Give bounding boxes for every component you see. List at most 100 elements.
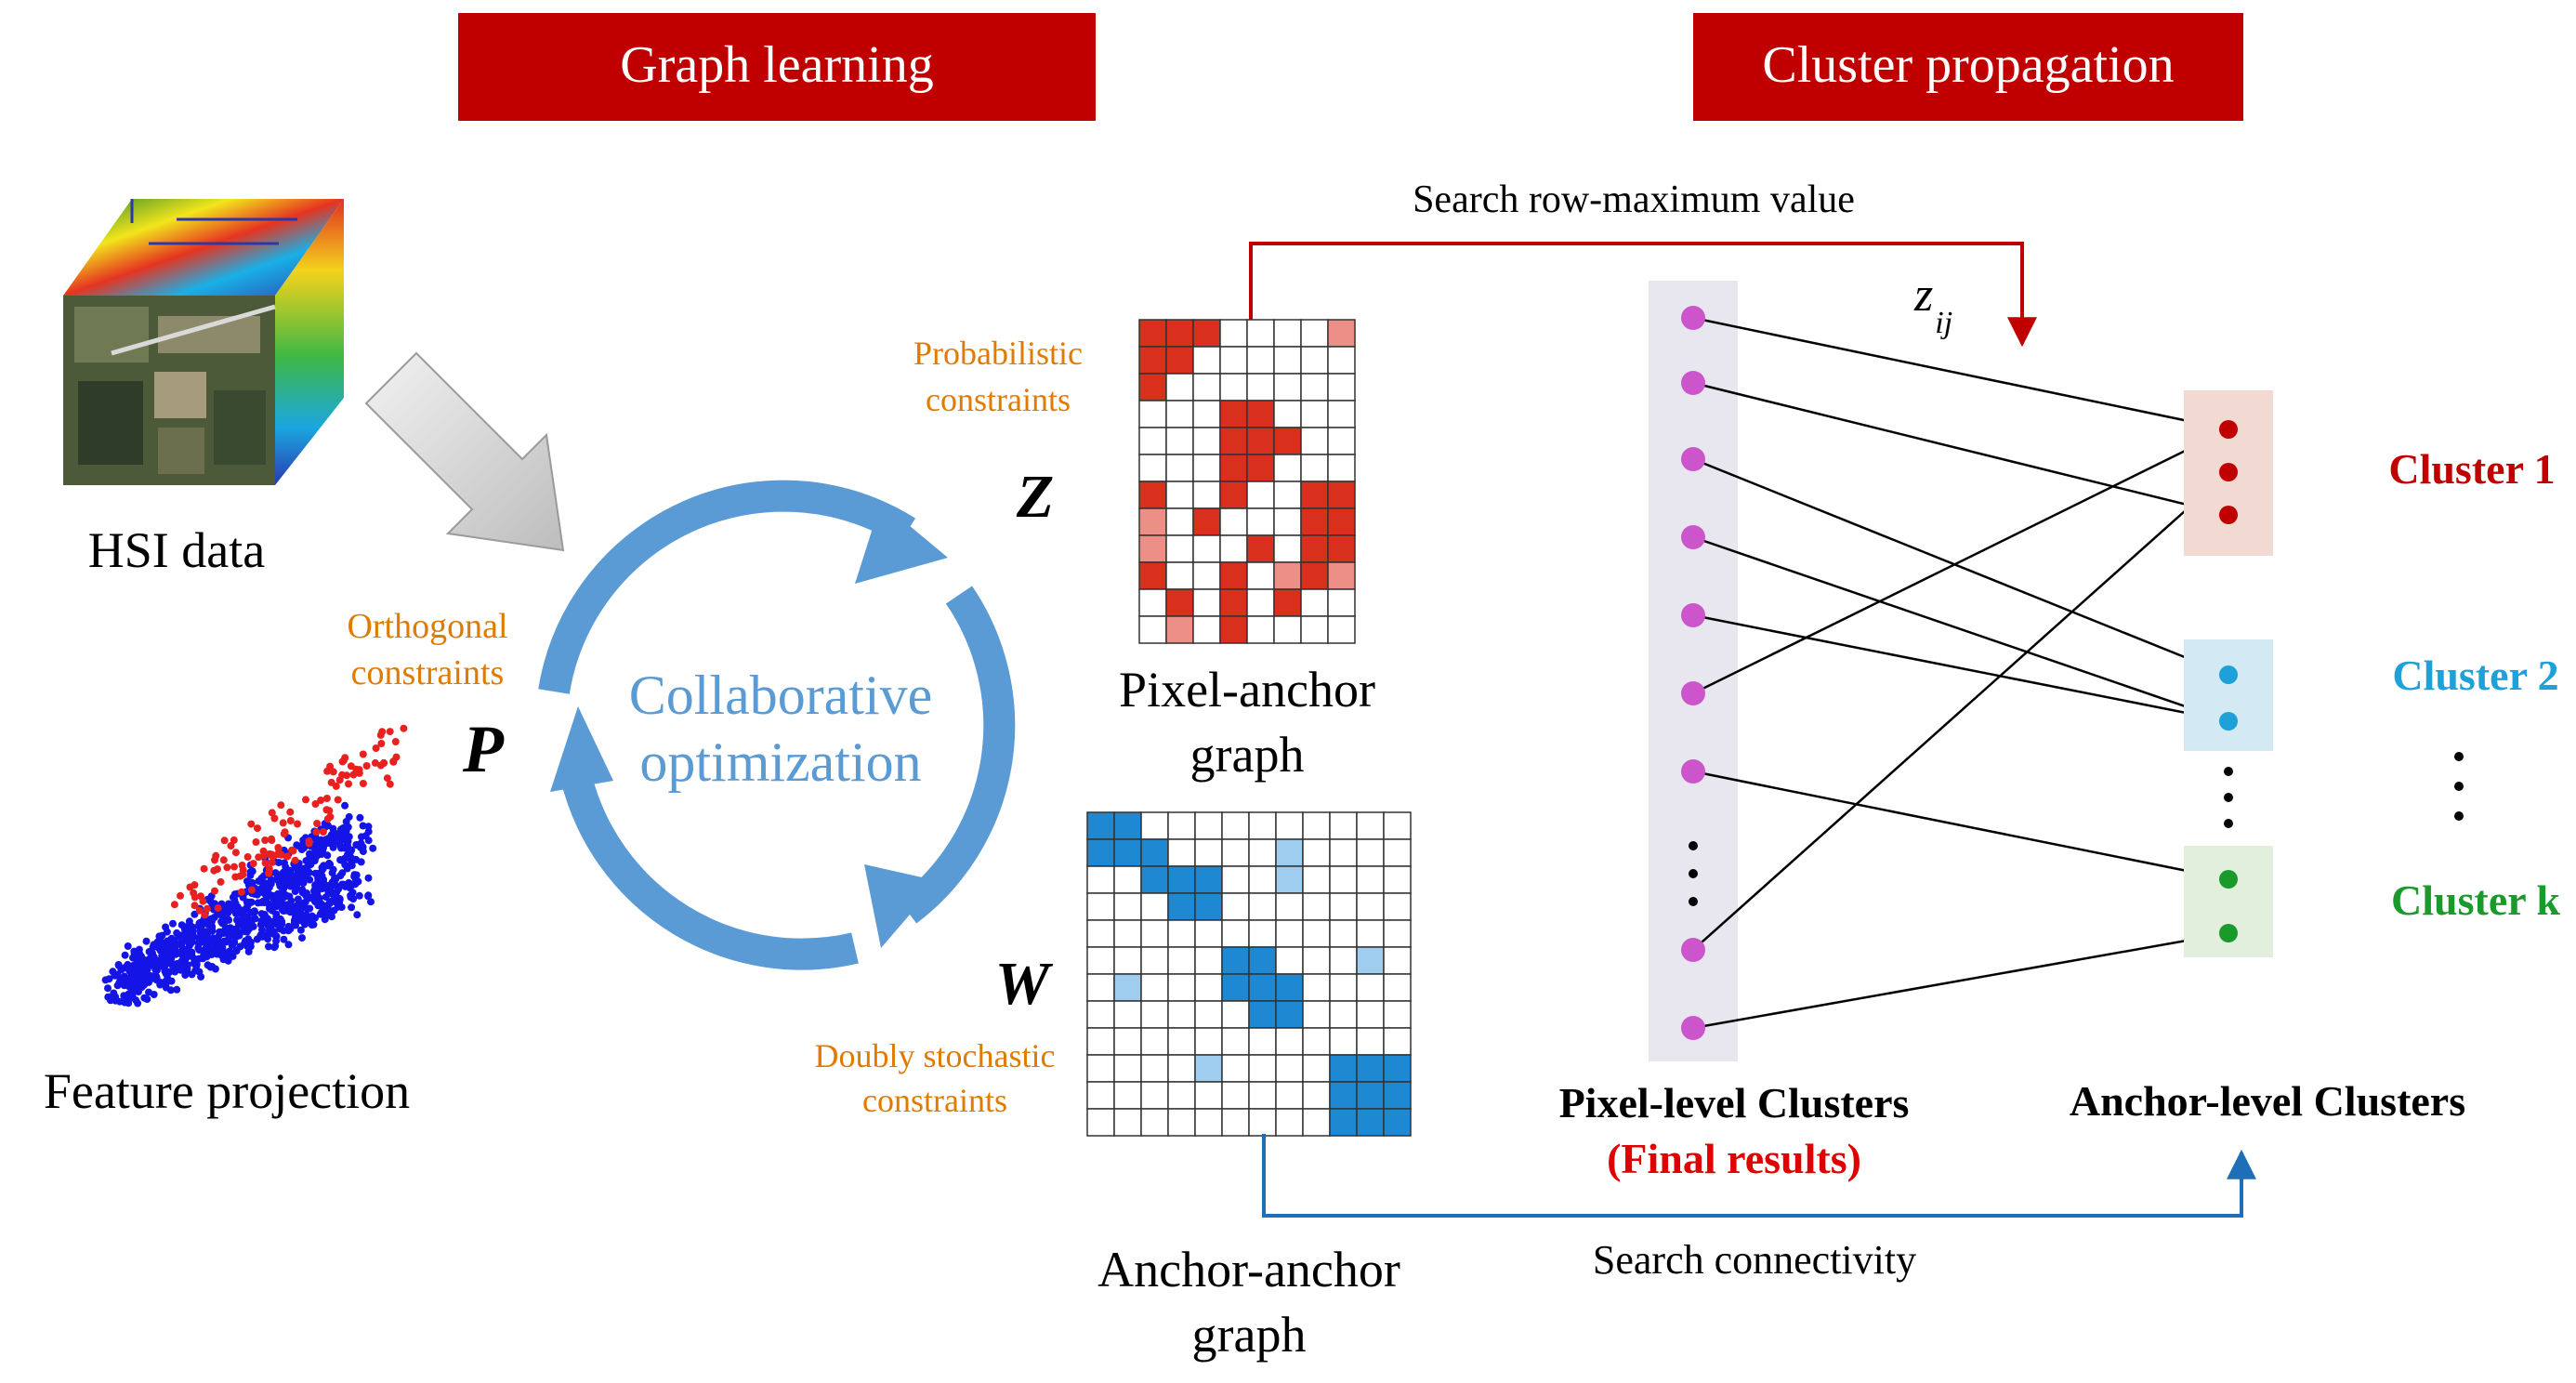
w-cell xyxy=(1221,919,1250,948)
cluster-label-ellipsis xyxy=(2454,752,2464,821)
scatter-point xyxy=(203,904,211,913)
scatter-point xyxy=(230,905,239,914)
scatter-point xyxy=(133,955,141,964)
w-cell xyxy=(1275,1108,1304,1137)
z-cell xyxy=(1219,481,1248,509)
assignment-edge xyxy=(1692,316,2229,431)
z-cell xyxy=(1192,615,1221,644)
scatter-point xyxy=(364,891,373,900)
scatter-point xyxy=(227,842,235,850)
scatter-point xyxy=(291,856,299,864)
z-cell xyxy=(1273,507,1302,536)
scatter-point xyxy=(246,898,255,906)
w-cell xyxy=(1329,1054,1358,1083)
z-cell xyxy=(1246,427,1275,455)
orthogonal-label-line1: Orthogonal xyxy=(347,607,507,646)
scatter-point xyxy=(170,901,178,909)
scatter-point xyxy=(144,961,152,969)
z-cell xyxy=(1165,427,1194,455)
z-cell xyxy=(1138,561,1167,590)
w-cell xyxy=(1167,1027,1196,1056)
scatter-point xyxy=(236,872,244,880)
scatter-point xyxy=(205,939,214,947)
z-cell xyxy=(1246,400,1275,428)
scatter-point xyxy=(256,920,265,929)
scatter-point xyxy=(112,996,120,1005)
scatter-point xyxy=(285,892,294,901)
scatter-point xyxy=(343,864,351,873)
w-cell xyxy=(1248,946,1277,975)
scatter-point xyxy=(367,898,375,906)
scatter-point xyxy=(265,942,272,951)
w-cell xyxy=(1086,973,1115,1002)
z-cell xyxy=(1219,588,1248,617)
w-cell xyxy=(1356,892,1385,921)
w-cell xyxy=(1248,811,1277,840)
z-ij-symbol: zij xyxy=(1913,269,1952,340)
scatter-point xyxy=(343,771,351,780)
scatter-point xyxy=(334,796,342,804)
z-cell xyxy=(1165,319,1194,348)
scatter-point xyxy=(139,981,148,989)
scatter-point xyxy=(156,979,164,986)
scatter-point xyxy=(177,966,185,974)
scatter-point xyxy=(158,962,166,970)
scatter-point xyxy=(242,928,250,936)
scatter-point xyxy=(268,858,276,866)
scatter-point xyxy=(267,879,275,888)
pixel-ellipsis xyxy=(1689,841,1698,906)
w-cell xyxy=(1086,865,1115,894)
w-cell xyxy=(1302,946,1331,975)
scatter-point xyxy=(213,950,221,958)
scatter-point xyxy=(301,915,309,923)
scatter-point xyxy=(312,852,321,861)
w-cell xyxy=(1302,1027,1331,1056)
scatter-point xyxy=(268,906,276,915)
z-cell xyxy=(1246,481,1275,509)
w-cell xyxy=(1140,919,1169,948)
scatter-point xyxy=(130,977,138,985)
w-cell xyxy=(1113,1108,1142,1137)
scatter-point xyxy=(177,891,184,900)
w-cell xyxy=(1167,1000,1196,1029)
scatter-point xyxy=(322,795,331,802)
assignment-edge xyxy=(1692,471,2229,951)
scatter-point xyxy=(284,941,293,949)
scatter-point xyxy=(195,946,204,955)
w-cell xyxy=(1167,946,1196,975)
w-cell xyxy=(1167,811,1196,840)
w-cell xyxy=(1221,892,1250,921)
z-cell xyxy=(1219,346,1248,375)
scatter-point xyxy=(145,948,153,955)
scatter-point xyxy=(331,890,339,898)
search-connectivity-label: Search connectivity xyxy=(1593,1237,1916,1283)
scatter-point xyxy=(246,868,255,876)
w-cell xyxy=(1167,865,1196,894)
z-cell xyxy=(1138,507,1167,536)
scatter-point xyxy=(329,768,337,776)
z-cell xyxy=(1300,481,1329,509)
scatter-point xyxy=(149,972,157,981)
scatter-point xyxy=(289,847,297,855)
w-cell xyxy=(1194,865,1223,894)
w-cell xyxy=(1383,811,1412,840)
w-cell xyxy=(1356,838,1385,867)
z-cell xyxy=(1327,400,1356,428)
scatter-point xyxy=(188,951,196,959)
w-cell xyxy=(1221,811,1250,840)
z-cell xyxy=(1165,400,1194,428)
scatter-point xyxy=(274,845,283,853)
scatter-point xyxy=(326,762,335,771)
scatter-point xyxy=(224,902,231,911)
scatter-point xyxy=(294,820,301,828)
z-cell xyxy=(1300,400,1329,428)
z-cell xyxy=(1219,507,1248,536)
scatter-point xyxy=(371,758,379,767)
anchor-anchor-label-line2: graph xyxy=(1192,1307,1307,1363)
z-cell xyxy=(1192,427,1221,455)
feature-projection-label: Feature projection xyxy=(44,1063,410,1119)
w-cell xyxy=(1194,1108,1223,1137)
scatter-point xyxy=(272,913,281,921)
scatter-point xyxy=(323,815,332,823)
pixel-node xyxy=(1681,371,1705,395)
